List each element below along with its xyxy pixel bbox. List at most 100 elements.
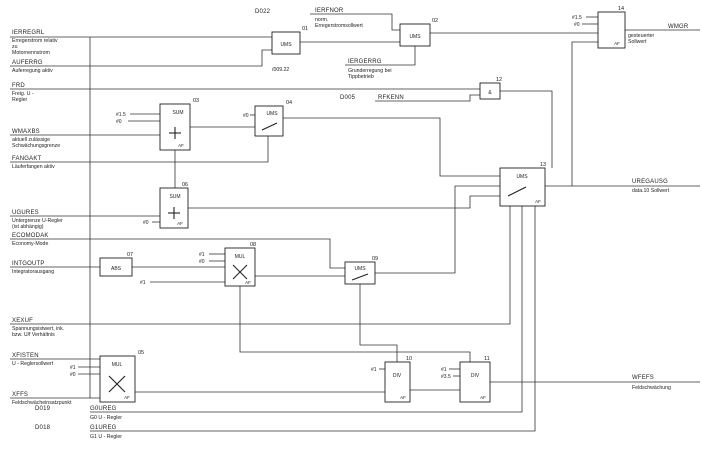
signal-frd: FRD Freig. U - Regler <box>12 83 34 103</box>
signal-ierfnor: IERFNOR norm. Erregerstromsollwert <box>315 8 363 29</box>
wire <box>188 195 500 209</box>
signal-name: RFKENN <box>378 95 404 101</box>
block-09-ums: 09 UMS <box>344 256 378 285</box>
signal-name: WMAXBS <box>12 129 40 135</box>
constant-value: #1.5 <box>116 112 126 118</box>
constant-value: #1 <box>140 280 146 286</box>
multiply-symbol <box>108 375 126 393</box>
signal-intgoutp: INTGOUTP Integratorausgang <box>12 261 54 275</box>
block-number: 06 <box>182 182 188 188</box>
block-function: UMS <box>516 174 528 180</box>
output-port-label: AF <box>480 395 486 400</box>
signal-description: gesteuerter <box>628 33 655 39</box>
signal-auferrg: AUFERRG Auferregung aktiv <box>12 60 53 74</box>
block-number: 10 <box>406 356 412 362</box>
signal-rfkenn: RFKENN <box>378 95 404 101</box>
signal-description: norm. <box>315 17 328 23</box>
block-frame <box>254 105 284 137</box>
block-function: SUM <box>172 110 183 116</box>
constant-value: #0 <box>574 22 580 28</box>
signal-description: Economy-Mode <box>12 241 48 247</box>
block-01-ums: 01 UMS <box>271 26 308 55</box>
signal-name: WFEFS <box>632 375 654 381</box>
block-function: MUL <box>112 362 123 368</box>
signal-description: Grunderregung bei <box>348 68 392 74</box>
wire <box>10 206 511 325</box>
constant-value: #0 <box>199 259 205 265</box>
signal-description: Motornennstrom <box>12 50 50 56</box>
signal-name: UGURES <box>12 210 39 216</box>
signal-description: Feldschwächung <box>632 385 671 391</box>
signal-description: data.10 Sollwert <box>632 188 670 194</box>
signal-description: U - Reglersollwert <box>12 361 54 367</box>
block-10-div: 10 DIV AF #1 <box>371 356 412 403</box>
signal-wfefs: WFEFS Feldschwächung <box>632 375 671 391</box>
signal-description: Spannungsistwert, ink. <box>12 326 64 332</box>
signal-description: zu <box>12 44 18 50</box>
wire <box>345 46 416 66</box>
signal-description: Läuferfangen aktiv <box>12 164 55 170</box>
signal-name: FRD <box>12 83 25 89</box>
block-02-ums: 02 UMS <box>399 18 438 47</box>
wire <box>375 185 500 274</box>
block-13-ums: 13 UMS AF <box>499 162 546 207</box>
block-frame <box>597 11 626 49</box>
signal-description: (ist abhängig) <box>12 224 44 230</box>
wire <box>310 13 400 31</box>
output-port-label: AF <box>400 395 406 400</box>
page-references: D022 /009.22 D005 D019 D018 <box>35 9 355 431</box>
block-frame <box>99 257 133 277</box>
wire <box>500 90 553 168</box>
block-function: UMS <box>280 42 292 48</box>
block-12-and: 12 & <box>479 77 502 100</box>
signal-uregausg: UREGAUSG data.10 Sollwert <box>632 179 670 194</box>
block-number: 13 <box>540 162 546 168</box>
constant-value: #1 <box>199 252 205 258</box>
signal-description: G1 U - Regler <box>90 434 122 440</box>
block-number: 09 <box>372 256 378 262</box>
signal-name: XFISTEN <box>12 353 39 359</box>
constant-value: #0 <box>70 372 76 378</box>
output-port-label: AF <box>535 199 541 204</box>
signal-name: ECOMODAK <box>12 233 49 239</box>
block-04-ums: 04 UMS #0 <box>243 100 292 137</box>
signal-iergerrg: IERGERRG Grunderregung bei Tippbetrieb <box>348 59 392 80</box>
block-number: 05 <box>138 350 144 356</box>
signal-description: Integratorausgang <box>12 269 54 275</box>
block-frame <box>479 82 501 100</box>
wire <box>90 206 536 432</box>
block-function: UMS <box>409 34 421 40</box>
wire <box>571 41 598 186</box>
signal-ugures: UGURES Untergrenze U-Regler (ist abhängi… <box>12 210 63 230</box>
page-ref: D022 <box>255 9 271 15</box>
signal-ierregrl: IERREGRL Erregerstrom relativ zu Motorne… <box>12 30 58 56</box>
block-number: 02 <box>432 18 438 24</box>
signal-g1ureg: G1UREG G1 U - Regler <box>90 425 122 440</box>
constant-value: #0 <box>143 220 149 226</box>
signal-description: bzw. U/f Verhältnis <box>12 332 55 338</box>
signal-g0ureg: G0UREG G0 U - Regler <box>90 406 122 421</box>
signal-name: XFFS <box>12 392 28 398</box>
block-function: & <box>488 90 492 96</box>
output-port-label: AF <box>178 143 184 148</box>
signal-wmgr: WMGR gesteuerter Sollwert <box>628 24 689 45</box>
signal-description: Erregerstromsollwert <box>315 23 363 29</box>
wire <box>10 136 269 163</box>
output-port-label: AF <box>245 280 251 285</box>
block-number: 12 <box>496 77 502 83</box>
block-function: ABS <box>111 266 122 272</box>
block-14: 14 AF #1.5 #0 <box>572 6 626 49</box>
block-08-mul: 08 MUL AF #1 #0 #1 <box>140 242 256 287</box>
signal-name: AUFERRG <box>12 60 43 66</box>
block-function: MUL <box>235 254 246 260</box>
signal-xffs: XFFS Feldschwächeinsatzpunkt <box>12 392 72 406</box>
output-port-label: AF <box>614 41 620 46</box>
block-function: UMS <box>354 266 366 272</box>
page-ref: D019 <box>35 406 51 412</box>
block-number: 11 <box>484 356 490 362</box>
page-ref: /009.22 <box>272 67 289 73</box>
signal-xexuf: XEXUF Spannungsistwert, ink. bzw. U/f Ve… <box>12 318 64 338</box>
block-number: 07 <box>127 252 133 258</box>
signal-description: G0 U - Regler <box>90 415 122 421</box>
wire <box>10 238 345 269</box>
